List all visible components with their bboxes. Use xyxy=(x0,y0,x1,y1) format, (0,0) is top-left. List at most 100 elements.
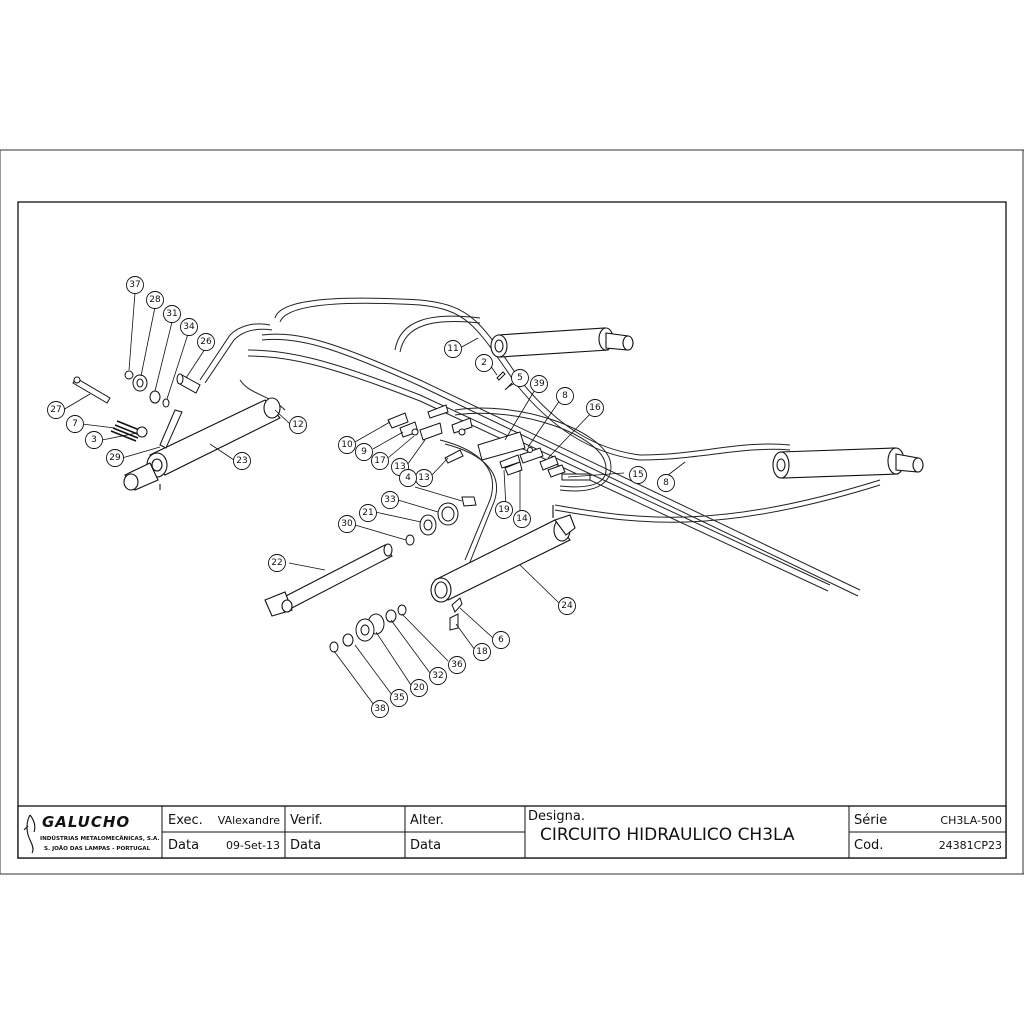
cylinder-right xyxy=(772,447,924,479)
rod-22 xyxy=(264,543,393,617)
callout-30-label: 30 xyxy=(341,519,353,529)
callout-9: 9 xyxy=(355,443,373,461)
callout-7-label: 7 xyxy=(72,419,78,429)
callout-4: 4 xyxy=(399,469,417,487)
callout-12-label: 12 xyxy=(292,420,303,430)
logo-company: INDÚSTRIAS METALOMECÂNICAS, S.A. xyxy=(40,835,160,842)
callout-39: 39 xyxy=(530,375,548,393)
callout-14-label: 14 xyxy=(516,514,528,524)
callout-2-label: 2 xyxy=(481,358,487,368)
cylinder-24 xyxy=(430,505,576,603)
callout-2: 2 xyxy=(475,354,493,372)
callout-14: 14 xyxy=(513,510,531,528)
callout-33: 33 xyxy=(381,491,399,509)
designation-value: CIRCUITO HIDRAULICO CH3LA xyxy=(540,825,795,845)
callout-35: 35 xyxy=(390,689,408,707)
callout-22: 22 xyxy=(268,554,286,572)
callout-13a-label: 13 xyxy=(394,462,405,472)
callout-24-label: 24 xyxy=(561,601,573,611)
callout-32-label: 32 xyxy=(432,671,443,681)
callout-6-label: 6 xyxy=(498,635,504,645)
designation-label: Designa. xyxy=(528,809,585,824)
callout-34: 34 xyxy=(180,318,198,336)
callout-26-label: 26 xyxy=(200,337,212,347)
callout-35-label: 35 xyxy=(393,693,404,703)
logo-location: S. JOÃO DAS LAMPAS - PORTUGAL xyxy=(44,845,151,852)
callout-23-label: 23 xyxy=(236,456,247,466)
callout-27: 27 xyxy=(47,401,65,419)
alter-label: Alter. xyxy=(410,813,444,828)
callout-8a-label: 8 xyxy=(562,391,568,401)
callout-28-label: 28 xyxy=(149,295,161,305)
callout-36: 36 xyxy=(448,656,466,674)
cylinder-23 xyxy=(123,397,281,491)
callout-5-label: 5 xyxy=(517,373,523,383)
exec-label: Exec. xyxy=(168,813,203,828)
callout-28: 28 xyxy=(146,291,164,309)
callout-12: 12 xyxy=(289,416,307,434)
callout-31-label: 31 xyxy=(166,309,177,319)
callout-10-label: 10 xyxy=(341,440,353,450)
callout-20: 20 xyxy=(410,679,428,697)
callout-18-label: 18 xyxy=(476,647,488,657)
callout-5: 5 xyxy=(511,369,529,387)
small-parts xyxy=(72,370,591,653)
callout-21: 21 xyxy=(359,504,377,522)
cylinder-11 xyxy=(490,327,634,358)
callout-38: 38 xyxy=(371,700,389,718)
callout-29-label: 29 xyxy=(109,453,121,463)
callout-7: 7 xyxy=(66,415,84,433)
callout-8a: 8 xyxy=(556,387,574,405)
callout-20-label: 20 xyxy=(413,683,425,693)
callout-15-label: 15 xyxy=(632,470,643,480)
callout-34-label: 34 xyxy=(183,322,195,332)
callout-8b: 8 xyxy=(657,474,675,492)
logo-brand: GALUCHO xyxy=(42,813,130,831)
verif-date-label: Data xyxy=(290,838,321,853)
callout-22-label: 22 xyxy=(271,558,282,568)
callout-10: 10 xyxy=(338,436,356,454)
bird-logo-icon xyxy=(23,814,36,854)
alter-date-label: Data xyxy=(410,838,441,853)
callout-4-label: 4 xyxy=(405,473,411,483)
callout-16-label: 16 xyxy=(589,403,601,413)
hydraulic-hoses xyxy=(199,297,881,597)
callout-8b-label: 8 xyxy=(663,478,669,488)
callout-19: 19 xyxy=(495,501,513,519)
callout-bubbles: 37 28 31 34 26 27 7 3 29 23 12 11 2 5 39… xyxy=(47,276,675,718)
callout-36-label: 36 xyxy=(451,660,463,670)
title-block: GALUCHO INDÚSTRIAS METALOMECÂNICAS, S.A.… xyxy=(17,805,1007,859)
cod-label: Cod. xyxy=(854,838,883,853)
exec-date-label: Data xyxy=(168,838,199,853)
callout-11-label: 11 xyxy=(447,344,458,354)
company-logo: GALUCHO INDÚSTRIAS METALOMECÂNICAS, S.A.… xyxy=(23,813,160,854)
serie-label: Série xyxy=(854,813,887,828)
verif-label: Verif. xyxy=(290,813,323,828)
callout-9-label: 9 xyxy=(361,447,367,457)
serie-value: CH3LA-500 xyxy=(940,814,1002,827)
callout-3: 3 xyxy=(85,431,103,449)
callout-11: 11 xyxy=(444,340,462,358)
callout-37-label: 37 xyxy=(129,280,140,290)
exec-date-value: 09-Set-13 xyxy=(226,839,280,852)
callout-26: 26 xyxy=(197,333,215,351)
callout-3-label: 3 xyxy=(91,435,97,445)
callout-39-label: 39 xyxy=(533,379,545,389)
callout-13b-label: 13 xyxy=(418,473,429,483)
callout-30: 30 xyxy=(338,515,356,533)
exec-value: VAlexandre xyxy=(218,814,280,827)
leader-lines xyxy=(62,292,686,706)
callout-19-label: 19 xyxy=(498,505,510,515)
callout-24: 24 xyxy=(558,597,576,615)
callout-31: 31 xyxy=(163,305,181,323)
callout-6: 6 xyxy=(492,631,510,649)
callout-33-label: 33 xyxy=(384,495,395,505)
callout-23: 23 xyxy=(233,452,251,470)
drawing-frame xyxy=(17,201,1007,859)
callout-17: 17 xyxy=(371,452,389,470)
callout-16: 16 xyxy=(586,399,604,417)
callout-29: 29 xyxy=(106,449,124,467)
callout-38-label: 38 xyxy=(374,704,386,714)
callout-37: 37 xyxy=(126,276,144,294)
